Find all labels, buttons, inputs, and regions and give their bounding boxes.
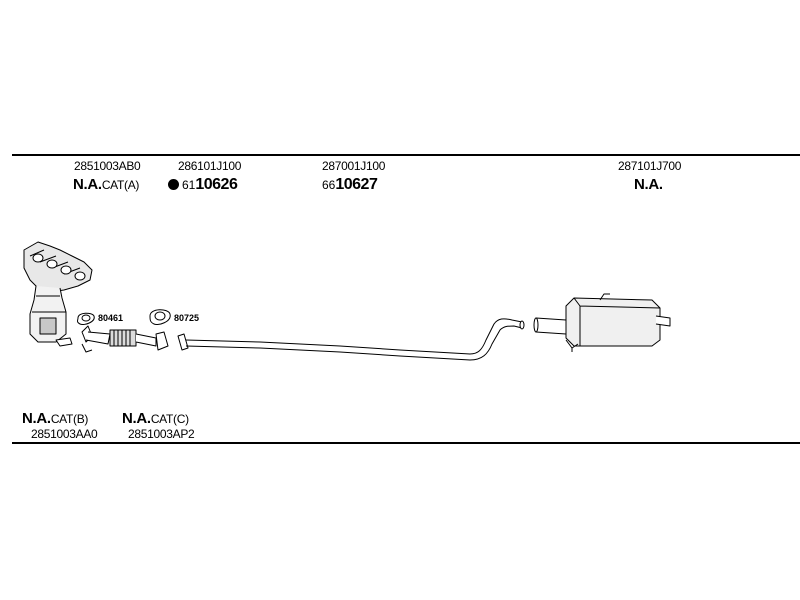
gasket-icon — [149, 309, 171, 325]
cat-b-label: N.A.CAT(B) — [22, 411, 88, 426]
cat-c-label: N.A.CAT(C) — [122, 411, 189, 426]
cat-a-label: N.A.CAT(A) — [73, 177, 139, 192]
cat-b-status: N.A. — [22, 410, 51, 427]
pipe2-prefix: 66 — [322, 178, 336, 192]
pipe1-prefix: 61 — [182, 178, 196, 192]
bottom-rule — [12, 442, 800, 444]
pipe2-part-number: 287001J100 — [322, 159, 386, 173]
gasket2-number: 80725 — [174, 313, 200, 323]
top-rule — [12, 154, 800, 156]
muffler-part-number: 287101J700 — [618, 159, 682, 173]
cat-c-part-number: 2851003AP2 — [128, 427, 195, 441]
cat-a-part-number: 2851003AB0 — [74, 159, 141, 173]
manifold-catalyst-icon — [23, 241, 93, 347]
muffler-icon — [533, 293, 671, 352]
cat-c-cat: CAT(C) — [150, 412, 189, 426]
pipe2-ref: 6610627 — [322, 176, 378, 193]
cat-b-part-number: 2851003AA0 — [31, 427, 98, 441]
gasket1-number: 80461 — [98, 313, 124, 323]
intermediate-pipe-icon — [177, 318, 525, 361]
cat-c-status: N.A. — [122, 410, 151, 427]
cat-a-status: N.A. — [73, 176, 102, 193]
cat-a-cat: CAT(A) — [101, 178, 140, 192]
front-pipe-icon — [81, 325, 169, 353]
pipe1-part-number: 286101J100 — [178, 159, 242, 173]
gasket-icon — [77, 312, 95, 325]
pipe2-number: 10627 — [335, 176, 378, 193]
pipe1-ref: 6110626 — [168, 176, 238, 193]
pipe1-number: 10626 — [195, 176, 238, 193]
bullet-icon — [168, 179, 179, 190]
cat-b-cat: CAT(B) — [50, 412, 89, 426]
muffler-status: N.A. — [634, 176, 663, 193]
